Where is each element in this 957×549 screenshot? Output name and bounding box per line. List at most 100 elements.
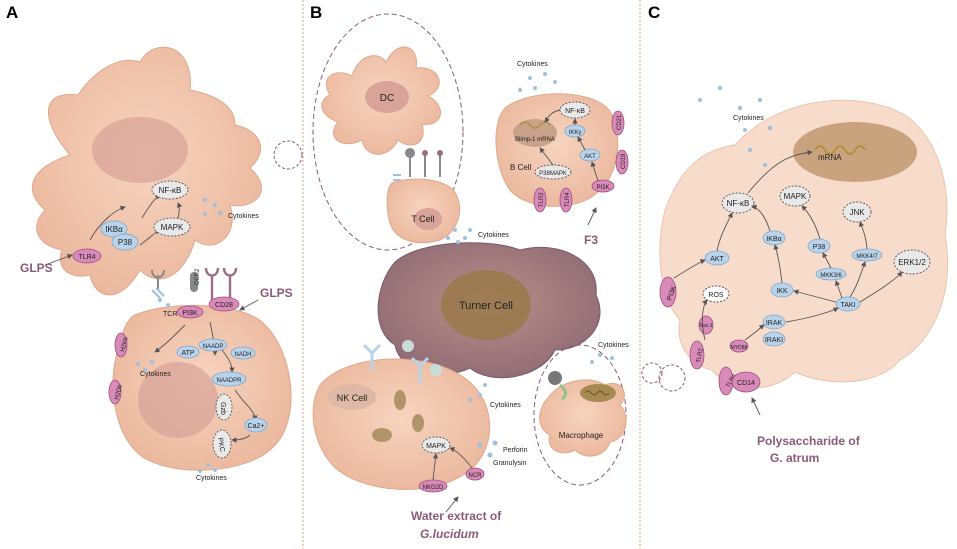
arrow-c2 [673, 259, 706, 279]
nfkb-badge-a [151, 180, 189, 200]
mapk-badge-a [153, 217, 191, 237]
p38-badge-c [807, 238, 831, 254]
panel-label-c: C [648, 3, 660, 22]
nfkb-label-a: NF-κB [159, 186, 182, 195]
p38mapk-label: P38MAPK [539, 171, 567, 177]
receptor-a1 [151, 269, 165, 289]
arrow-c5 [773, 244, 783, 284]
tlr4-badge-a [72, 248, 102, 264]
irak-badge [762, 314, 786, 330]
taki-badge [835, 296, 861, 312]
dc-t-receptors [409, 155, 441, 177]
rac1-label: Rac-1 [699, 323, 713, 329]
arrow-c3 [747, 149, 813, 194]
cd28-badge [208, 296, 240, 312]
mapk-badge-c [779, 185, 811, 207]
glps-left-label: GLPS [20, 261, 53, 275]
mapk-label-c: MAPK [784, 192, 807, 201]
tlr4-badge-b [559, 187, 573, 213]
large-nucleus-dna [814, 145, 866, 155]
link-circle-a [273, 140, 303, 170]
arrow-c8 [822, 252, 832, 269]
tumor-nucleus [441, 270, 531, 340]
tlr4-label-b: TLR4 [565, 192, 571, 207]
receptor-b3 [437, 150, 443, 156]
nkg2d-label: NKG2D [423, 485, 444, 491]
nfkb-label-b: NF-κB [565, 108, 585, 115]
naadp-badge [198, 338, 228, 352]
nfkb-label-c: NF-κB [727, 199, 750, 208]
poly-label-2: G. atrum [770, 451, 819, 465]
taki-label: TAKI [840, 302, 855, 309]
cytokines-b-mid: Cytokines [478, 232, 509, 239]
ros-badge [702, 285, 730, 303]
akt-badge-b [579, 148, 601, 162]
cytokine-dots-b [446, 72, 614, 458]
t-cell-b-label: T Cell [411, 214, 434, 224]
h2db-label: H2Db [114, 384, 124, 401]
glps-right-label: GLPS [260, 286, 293, 300]
p38-label-c: P38 [813, 244, 826, 251]
h2kb-badge [114, 332, 128, 358]
arrow-c9 [849, 261, 866, 298]
receptor-b4 [393, 174, 401, 181]
blimp-label: Blimp-1 mRNA [515, 137, 555, 143]
cd28-label: CD28 [215, 302, 233, 309]
panel-label-b: B [310, 3, 322, 22]
poly-label-1: Polysaccharide of [757, 434, 861, 448]
cd19-label: CD19 [621, 153, 627, 169]
t-cell-b-nucleus [414, 208, 442, 230]
ccr2-label: CCR2 [195, 268, 201, 285]
cd14-label: CD14 [737, 380, 755, 387]
arrow-b3 [577, 136, 586, 151]
nk-granule3 [412, 414, 424, 432]
pi3k-badge-a [176, 305, 204, 319]
cd21-badge [611, 110, 625, 136]
granulysin-label: Granulysin [493, 460, 527, 467]
nadh-badge [230, 346, 256, 360]
b-cell-label: B Cell [510, 163, 532, 172]
arrow-c12 [793, 289, 837, 303]
arrow-c14 [744, 324, 765, 341]
large-nucleus [793, 122, 917, 182]
cytokine-dots-c [698, 85, 773, 167]
cytokine-dots-a [136, 197, 223, 473]
arrow-f3 [587, 207, 597, 226]
receptor-b2 [422, 150, 428, 156]
h2kb-label: H2Kb [120, 336, 130, 353]
mapk-label-a: MAPK [161, 223, 184, 232]
pkc-badge [212, 429, 232, 459]
atp-badge [176, 345, 200, 359]
arrow-c7 [858, 221, 868, 250]
panel-b: DC T Cell Blimp-1 mRNA NF-κB IKKγ CD21 A… [312, 13, 686, 541]
macrophage-label: Macrophage [559, 431, 604, 440]
arrow-a8 [234, 389, 258, 421]
arrow-glps-left [44, 254, 73, 266]
arrow-b4 [590, 161, 599, 182]
p38-label-a: P38 [118, 238, 133, 247]
dc-tcell-dashed-ellipse [312, 13, 464, 251]
arrow-poly [751, 397, 761, 416]
nk-granule2 [394, 390, 406, 410]
dc-label: DC [380, 93, 394, 104]
arrow-c4 [751, 204, 771, 232]
ca-label: Ca2+ [248, 423, 265, 430]
b-cell-nucleus [513, 119, 557, 147]
cd21-label: CD21 [617, 114, 623, 130]
f3-label: F3 [584, 233, 598, 247]
arrow-a5 [154, 324, 186, 353]
ccr2-receptor [190, 272, 198, 292]
cytokines-a-mid: Cytokines [140, 371, 171, 378]
ros-label: ROS [708, 292, 724, 299]
myd88-badge [729, 339, 749, 353]
antibodies [362, 343, 430, 383]
nk-cell [312, 358, 491, 490]
water-extract-label: Water extract of [411, 509, 502, 523]
macrophage-receptor-head [548, 371, 562, 385]
tlr2-label-b: TLR2 [539, 192, 545, 207]
gzb-label: Gzb [219, 402, 226, 415]
nk-cell-label: NK Cell [337, 393, 368, 403]
tcr-label: TCR [163, 311, 177, 318]
arrow-b2 [544, 109, 561, 123]
arrow-c6 [801, 205, 821, 240]
